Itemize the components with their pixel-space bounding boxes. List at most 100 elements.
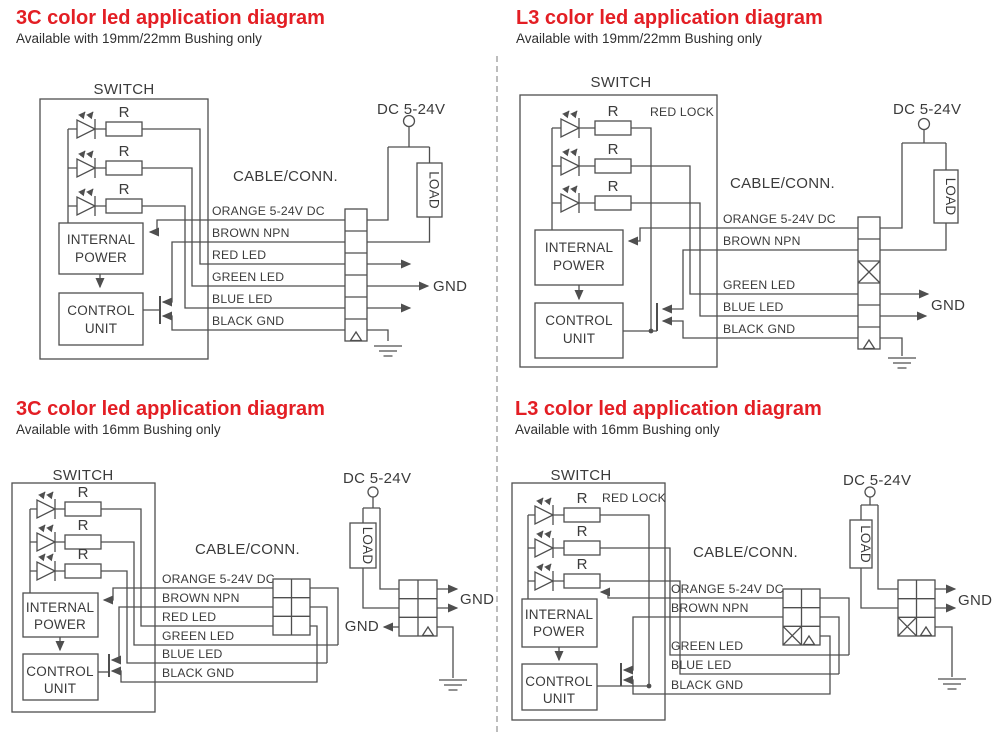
red-lock-label: RED LOCK — [602, 491, 666, 505]
dc-supply-label: DC 5-24V — [377, 101, 445, 118]
connector-block — [344, 208, 368, 342]
supply-terminal-icon — [367, 486, 379, 498]
control-unit-label: UNIT — [85, 321, 117, 336]
panel-subtitle: Available with 19mm/22mm Bushing only — [16, 31, 262, 46]
control-unit-box: CONTROL UNIT — [58, 292, 144, 346]
supply-terminal-icon — [917, 117, 931, 131]
internal-power-label: POWER — [553, 258, 605, 273]
panel-subtitle: Available with 16mm Bushing only — [16, 422, 221, 437]
transistor-symbol — [623, 303, 658, 334]
resistor-label: R — [119, 104, 130, 121]
load-label: LOAD — [858, 525, 873, 563]
internal-power-box: INTERNAL POWER — [22, 592, 99, 638]
load-label: LOAD — [427, 171, 442, 209]
resistor-label: R — [577, 523, 588, 540]
wiring — [101, 508, 339, 683]
wire-label-blue: BLUE LED — [671, 658, 732, 672]
wire-labels: ORANGE 5-24V DC BROWN NPN RED LED GREEN … — [212, 204, 325, 328]
wire-labels: ORANGE 5-24V DC BROWN NPN GREEN LED BLUE… — [723, 212, 836, 336]
gnd-label: GND — [433, 278, 467, 295]
internal-power-label: POWER — [75, 250, 127, 265]
supply-terminal-icon — [402, 114, 416, 128]
resistor-label: R — [577, 490, 588, 507]
wire-label-green: GREEN LED — [162, 629, 234, 643]
wire-label-orange: ORANGE 5-24V DC — [212, 204, 325, 218]
wire-labels: ORANGE 5-24V DC BROWN NPN GREEN LED BLUE… — [671, 582, 784, 692]
load-label: LOAD — [360, 527, 375, 565]
red-lock-label: RED LOCK — [650, 105, 714, 119]
supply-circuit: DC 5-24V LOAD — [343, 470, 411, 609]
wire-label-black: BLACK GND — [162, 666, 234, 680]
transistor-symbol — [143, 296, 161, 324]
supply-circuit: DC 5-24V LOAD — [880, 101, 961, 251]
resistor-label: R — [608, 103, 619, 120]
panel-title: L3 color led application diagram — [516, 7, 823, 29]
wire-label-black: BLACK GND — [723, 322, 795, 336]
internal-power-box: INTERNAL POWER — [58, 222, 144, 275]
wiring — [599, 514, 850, 695]
wire-label-green: GREEN LED — [723, 278, 795, 292]
internal-power-label: POWER — [34, 617, 86, 632]
control-unit-label: CONTROL — [67, 303, 135, 318]
wire-label-black: BLACK GND — [212, 314, 284, 328]
blocked-pin-x — [857, 260, 881, 284]
dc-supply-label: DC 5-24V — [843, 472, 911, 489]
resistor-label: R — [78, 484, 89, 501]
wire-label-brown: BROWN NPN — [671, 601, 749, 615]
wire-label-orange: ORANGE 5-24V DC — [162, 572, 275, 586]
resistor-label: R — [78, 517, 89, 534]
cable-conn-label: CABLE/CONN. — [195, 541, 300, 558]
panel-subtitle: Available with 19mm/22mm Bushing only — [516, 31, 762, 46]
cable-conn-label: CABLE/CONN. — [730, 175, 835, 192]
switch-block: SWITCH RED LOCK R R R — [511, 467, 666, 721]
wire-label-black: BLACK GND — [671, 678, 743, 692]
panel-title: L3 color led application diagram — [515, 398, 822, 420]
control-unit-box: CONTROL UNIT — [22, 653, 99, 701]
wire-label-blue: BLUE LED — [723, 300, 784, 314]
control-unit-label: CONTROL — [26, 664, 94, 679]
internal-power-box: INTERNAL POWER — [534, 229, 624, 286]
wiring — [627, 127, 858, 339]
panel-title: 3C color led application diagram — [16, 398, 325, 420]
panel-title: 3C color led application diagram — [16, 7, 325, 29]
output-arrows: GND GND — [345, 584, 494, 691]
resistor-label: R — [119, 181, 130, 198]
resistor-label: R — [78, 546, 89, 563]
supply-circuit: DC 5-24V LOAD — [843, 472, 911, 609]
diagram-l3-16mm: L3 color led application diagram Availab… — [511, 398, 992, 721]
output-arrows: GND — [935, 584, 992, 690]
panel-divider — [496, 56, 498, 732]
output-arrows: GND — [880, 289, 965, 369]
cable-connector-block — [782, 588, 821, 646]
wiring — [142, 128, 345, 331]
wire-label-blue: BLUE LED — [162, 647, 223, 661]
resistor-label: R — [608, 178, 619, 195]
internal-power-label: INTERNAL — [67, 232, 136, 247]
cable-connector-block — [272, 578, 311, 636]
transistor-symbol — [597, 663, 652, 689]
gnd-label: GND — [460, 591, 494, 608]
dc-supply-label: DC 5-24V — [893, 101, 961, 118]
resistor-label: R — [119, 143, 130, 160]
cable-conn-label: CABLE/CONN. — [233, 168, 338, 185]
load-label: LOAD — [943, 178, 958, 216]
wire-label-green: GREEN LED — [212, 270, 284, 284]
supply-connector-block — [897, 579, 936, 637]
wire-label-orange: ORANGE 5-24V DC — [671, 582, 784, 596]
wire-label-red: RED LED — [212, 248, 266, 262]
internal-power-label: POWER — [533, 624, 585, 639]
wire-label-orange: ORANGE 5-24V DC — [723, 212, 836, 226]
switch-label: SWITCH — [551, 467, 612, 484]
gnd-label-left: GND — [345, 618, 379, 635]
gnd-label: GND — [931, 297, 965, 314]
supply-circuit: DC 5-24V LOAD — [367, 101, 445, 243]
internal-power-box: INTERNAL POWER — [521, 598, 598, 648]
wire-label-blue: BLUE LED — [212, 292, 273, 306]
diagram-l3-19mm: L3 color led application diagram Availab… — [516, 7, 965, 369]
wire-labels: ORANGE 5-24V DC BROWN NPN RED LED GREEN … — [162, 572, 275, 680]
internal-power-label: INTERNAL — [525, 607, 594, 622]
panel-subtitle: Available with 16mm Bushing only — [515, 422, 720, 437]
blocked-pin-x — [782, 625, 802, 646]
